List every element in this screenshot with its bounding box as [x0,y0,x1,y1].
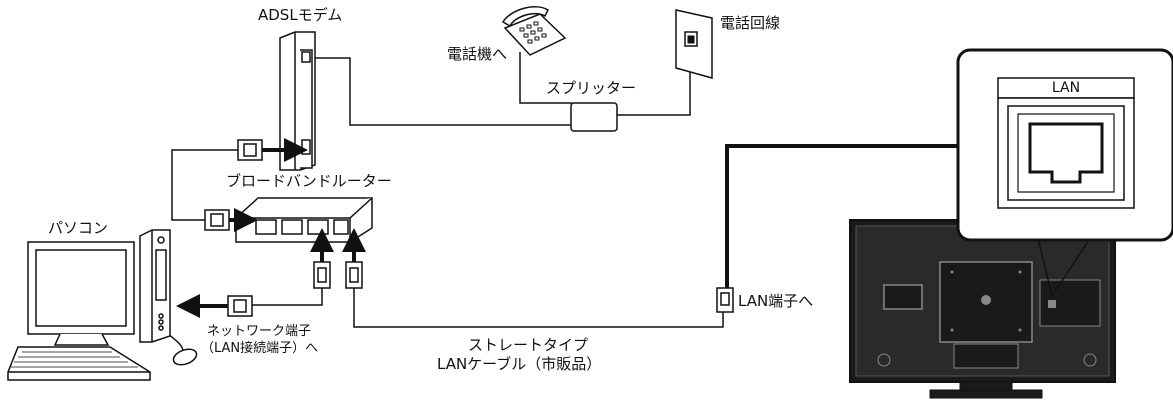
router-label: ブロードバンドルーター [226,172,392,190]
router-input-connector [204,208,258,232]
pc-label: パソコン [48,219,109,237]
router-tv-plug [342,228,366,289]
lan-plug-icon [716,287,734,313]
cable-label-2: LANケーブル（市販品） [437,355,602,373]
mouse-icon [172,348,198,366]
router-pc-cable [252,288,323,306]
lan-panel-label: LAN [1051,80,1081,96]
router-pc-plug [310,228,334,289]
wall-jack-icon [675,9,713,79]
pc-lan-plug [176,294,253,318]
cable-label-1: ストレートタイプ [468,336,589,354]
lan-port-icon [1028,122,1104,184]
keyboard-icon [7,346,151,381]
splitter-label: スプリッター [546,79,637,97]
phone-line-label: 電話回線 [720,14,781,32]
splitter-icon [570,102,618,132]
telephone-icon [501,6,567,56]
telephone-label: 電話機へ [447,45,508,63]
lan-terminal-label: LAN端子へ [738,292,814,310]
modem-icon [279,31,316,171]
network-port-label-2: （LAN接続端子）へ [201,341,319,356]
network-port-label-1: ネットワーク端子 [207,324,312,339]
router-icon [235,197,373,243]
tv-icon [849,219,1116,399]
computer-icon [27,229,171,346]
modem-lan-connector [237,138,308,162]
lan-cable-thick [725,144,1040,288]
lan-port-panel [956,48,1173,242]
adsl-modem-label: ADSLモデム [258,6,343,24]
